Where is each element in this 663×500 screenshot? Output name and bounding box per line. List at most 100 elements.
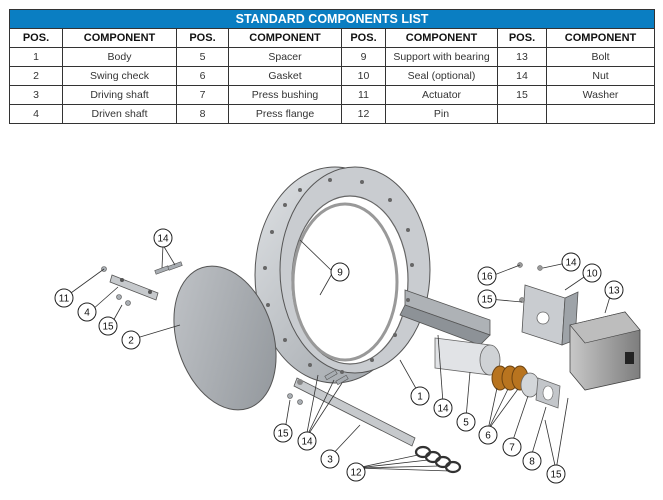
table-cell: Actuator [385, 85, 498, 105]
callout-6: 6 [478, 425, 498, 445]
actuator [569, 311, 641, 391]
valve-body [254, 166, 491, 384]
table-cell: 8 [176, 104, 229, 124]
pins-group [414, 445, 462, 474]
table-cell: Swing check [62, 66, 177, 86]
table-header-row: POS. COMPONENT POS. COMPONENT POS. COMPO… [9, 28, 656, 48]
svg-text:7: 7 [509, 443, 515, 454]
svg-text:4: 4 [84, 308, 90, 319]
table-cell [497, 104, 547, 124]
callout-5: 5 [456, 412, 476, 432]
svg-text:1: 1 [417, 392, 423, 403]
callouts: 11 4 15 2 14 9 1 14 5 6 7 8 15 15 14 3 1… [54, 228, 624, 484]
table-cell: 2 [9, 66, 63, 86]
callout-14: 14 [297, 431, 317, 451]
table-cell: Press flange [228, 104, 342, 124]
callout-15: 15 [546, 464, 566, 484]
components-table-container: STANDARD COMPONENTS LIST POS. COMPONENT … [8, 9, 656, 124]
callout-3: 3 [320, 449, 340, 469]
table-cell: 15 [497, 85, 547, 105]
header-component: COMPONENT [62, 28, 177, 48]
table-cell: Washer [545, 85, 656, 105]
table-cell: 13 [497, 47, 547, 67]
callout-7: 7 [502, 437, 522, 457]
exploded-view-diagram: 11 4 15 2 14 9 1 14 5 6 7 8 15 15 14 3 1… [54, 166, 641, 484]
table-cell: 3 [9, 85, 63, 105]
table-title: STANDARD COMPONENTS LIST [8, 9, 656, 29]
header-pos: POS. [497, 28, 547, 48]
table-cell: Seal (optional) [385, 66, 498, 86]
callout-14: 14 [561, 252, 581, 272]
table-cell: Gasket [228, 66, 342, 86]
svg-text:8: 8 [529, 457, 535, 468]
driven-shaft [109, 274, 159, 301]
table-row: 4 Driven shaft 8 Press flange 12 Pin [9, 104, 656, 124]
table-cell: Support with bearing [385, 47, 498, 67]
svg-text:14: 14 [157, 234, 169, 245]
svg-text:15: 15 [102, 322, 114, 333]
svg-text:12: 12 [350, 468, 362, 479]
table-cell [545, 104, 656, 124]
callout-15: 15 [477, 289, 497, 309]
callout-1: 1 [410, 386, 430, 406]
svg-text:15: 15 [277, 429, 289, 440]
table-cell: 4 [9, 104, 63, 124]
svg-text:3: 3 [327, 455, 333, 466]
svg-text:16: 16 [481, 272, 493, 283]
callout-9: 9 [330, 262, 350, 282]
header-component: COMPONENT [385, 28, 498, 48]
table-cell: Pin [385, 104, 498, 124]
callout-14: 14 [433, 398, 453, 418]
table-cell: 12 [341, 104, 386, 124]
table-row: 3 Driving shaft 7 Press bushing 11 Actua… [9, 85, 656, 105]
table-cell: 1 [9, 47, 63, 67]
svg-text:10: 10 [586, 269, 598, 280]
table-cell: 11 [341, 85, 386, 105]
support-bracket [517, 262, 579, 346]
svg-text:13: 13 [608, 286, 620, 297]
bolts-group [101, 261, 349, 405]
header-pos: POS. [176, 28, 229, 48]
svg-text:14: 14 [437, 404, 449, 415]
svg-text:14: 14 [301, 437, 313, 448]
svg-text:11: 11 [59, 294, 70, 305]
callout-15: 15 [273, 423, 293, 443]
callout-8: 8 [522, 451, 542, 471]
table-cell: 5 [176, 47, 229, 67]
callout-11: 11 [54, 288, 74, 308]
callout-16: 16 [477, 266, 497, 286]
callout-13: 13 [604, 280, 624, 300]
svg-text:2: 2 [128, 336, 134, 347]
table-cell: 14 [497, 66, 547, 86]
callout-2: 2 [121, 330, 141, 350]
table-cell: 6 [176, 66, 229, 86]
table-cell: Bolt [545, 47, 656, 67]
table-cell: Driving shaft [62, 85, 177, 105]
svg-text:15: 15 [481, 295, 493, 306]
table-cell: 9 [341, 47, 386, 67]
svg-text:9: 9 [337, 268, 343, 279]
callout-10: 10 [582, 263, 602, 283]
header-component: COMPONENT [228, 28, 342, 48]
header-pos: POS. [341, 28, 386, 48]
callout-15: 15 [98, 316, 118, 336]
table-row: 1 Body 5 Spacer 9 Support with bearing 1… [9, 47, 656, 67]
table-cell: Nut [545, 66, 656, 86]
svg-text:5: 5 [463, 418, 469, 429]
svg-text:15: 15 [550, 470, 562, 481]
callout-4: 4 [77, 302, 97, 322]
header-component: COMPONENT [545, 28, 656, 48]
swing-check-disc [173, 265, 277, 411]
callout-12: 12 [346, 462, 366, 482]
svg-text:14: 14 [565, 258, 577, 269]
table-cell: Press bushing [228, 85, 342, 105]
table-cell: Spacer [228, 47, 342, 67]
components-table: STANDARD COMPONENTS LIST POS. COMPONENT … [8, 9, 656, 124]
table-cell: Driven shaft [62, 104, 177, 124]
header-pos: POS. [9, 28, 63, 48]
callout-14: 14 [153, 228, 173, 248]
driving-shaft [293, 377, 416, 447]
table-cell: 7 [176, 85, 229, 105]
table-row: 2 Swing check 6 Gasket 10 Seal (optional… [9, 66, 656, 86]
svg-text:6: 6 [485, 431, 491, 442]
